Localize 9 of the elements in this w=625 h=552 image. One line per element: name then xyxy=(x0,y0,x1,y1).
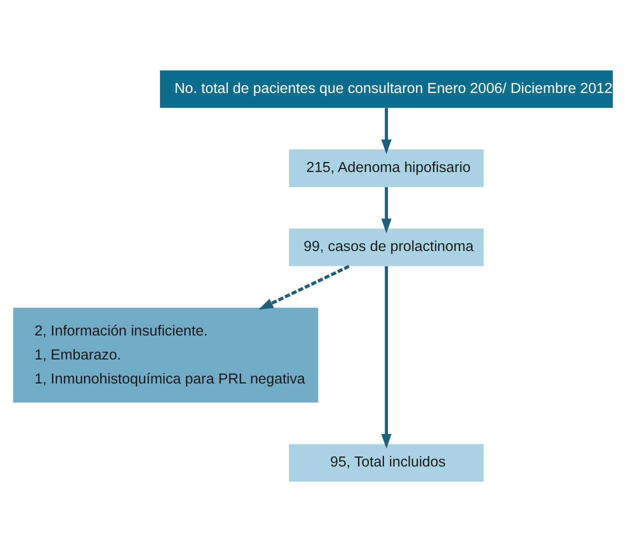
arrow xyxy=(380,108,392,154)
node-box: 99, casos de prolactinoma xyxy=(288,228,484,266)
node-box: No. total de pacientes que consultaron Enero 2006/ Diciembre 2012 xyxy=(159,70,612,108)
arrow xyxy=(380,187,392,234)
arrow xyxy=(258,264,350,310)
arrow xyxy=(380,266,392,449)
node-box: 2, Información insuficiente. 1, Embarazo. 1, Inmunohistoquímica para PRL negativa xyxy=(12,308,318,402)
node-box: 215, Adenoma hipofisario xyxy=(288,150,484,187)
node-box: 95, Total incluidos xyxy=(288,444,484,482)
